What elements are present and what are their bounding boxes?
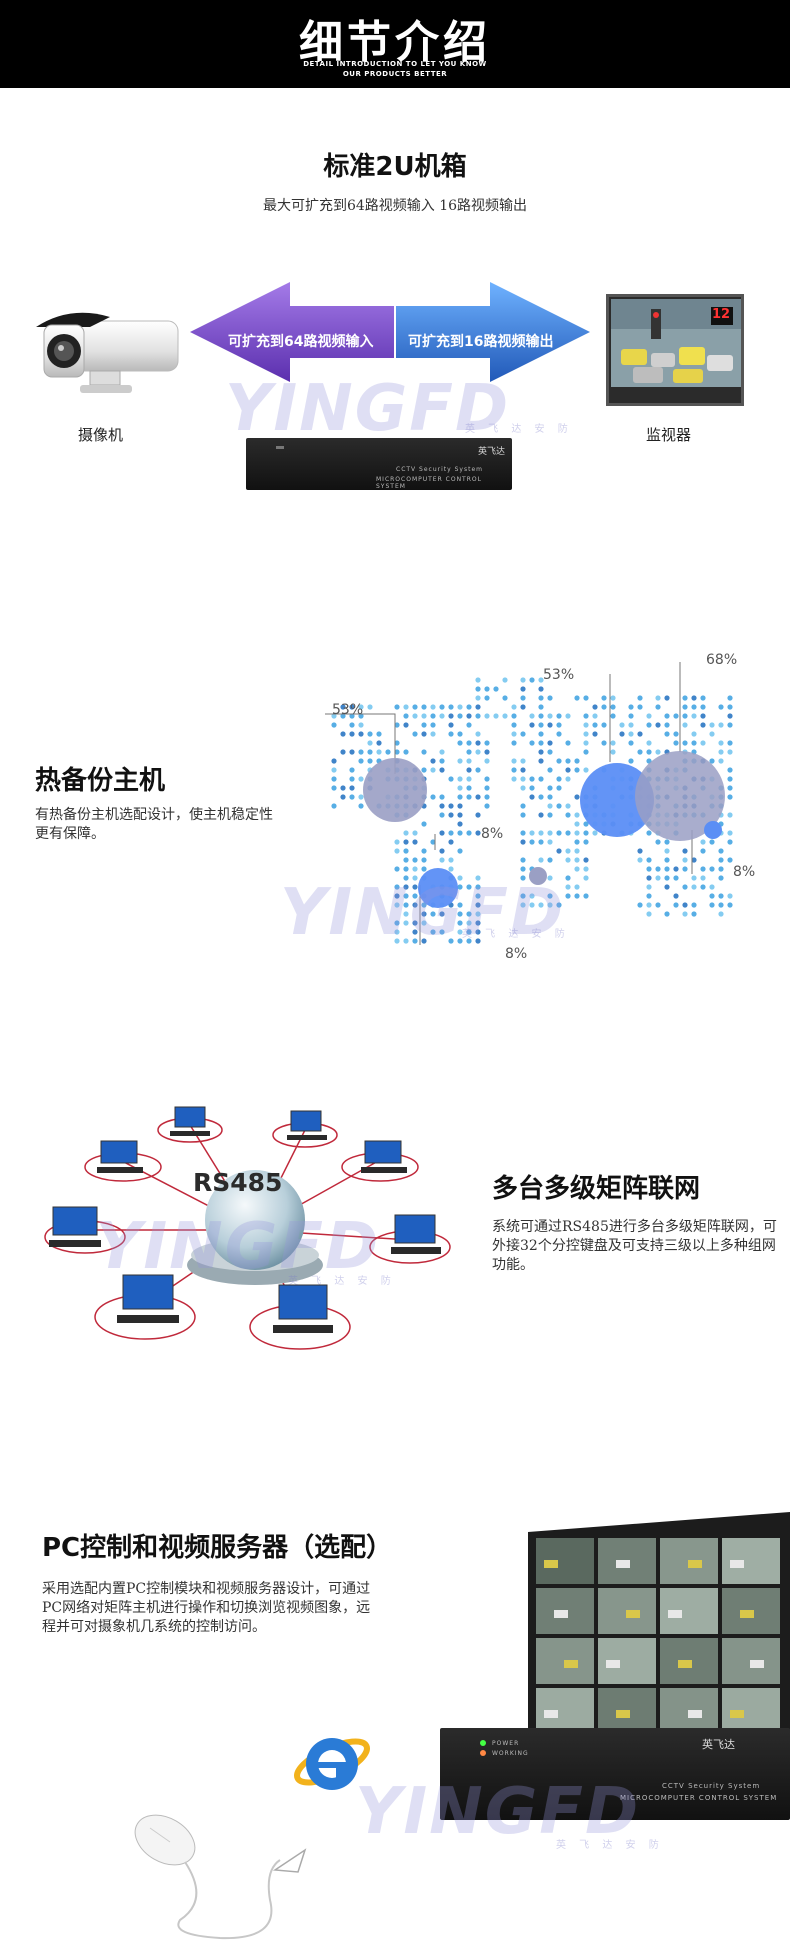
camera-image — [30, 305, 185, 409]
working-label: WORKING — [492, 1750, 529, 1757]
watermark-logo-4: YINGFD — [355, 1775, 641, 1849]
bubble-label-8-bottom: 8% — [505, 946, 528, 962]
device-indicator-light — [276, 446, 284, 449]
monitor-display-number: 12 — [712, 307, 731, 322]
internet-explorer-icon — [292, 1724, 372, 1804]
section-hotbackup-title: 热备份主机 — [35, 766, 166, 796]
section-network-desc: 系统可通过RS485进行多台多级矩阵联网，可外接32个分控键盘及可支持三级以上多… — [492, 1219, 777, 1273]
power-label: POWER — [492, 1740, 520, 1747]
rs485-hub-label: RS485 — [193, 1168, 283, 1197]
rs485-network-diagram — [35, 1105, 455, 1369]
bubble-east-68 — [635, 751, 725, 841]
bubble-southamerica-8 — [418, 868, 458, 908]
video-wall-screen — [528, 1512, 790, 1756]
bubble-chart-overlay — [320, 640, 740, 964]
page-header-banner: 细节介绍 DETAIL INTRODUCTION TO LET YOU KNOW… — [0, 0, 790, 88]
monitor-image: 12 — [606, 294, 744, 406]
device-brand: 英飞达 — [478, 447, 506, 457]
bubble-asia-53 — [580, 763, 654, 837]
section-chassis-subtitle: 最大可扩充到64路视频输入 16路视频输出 — [262, 198, 528, 214]
section-network-title: 多台多级矩阵联网 — [492, 1174, 701, 1204]
bubble-label-8-left: 8% — [481, 826, 504, 842]
device-label-line1: CCTV Security System — [396, 466, 483, 473]
bubble-label-53-right: 53% — [543, 667, 575, 683]
header-subtitle-line1: DETAIL INTRODUCTION TO LET YOU KNOW — [303, 60, 487, 68]
header-subtitle-line2: OUR PRODUCTS BETTER — [342, 70, 448, 78]
watermark-subtext-4: 英 飞 达 安 防 — [556, 1840, 664, 1851]
device-brand-2: 英飞达 — [702, 1738, 735, 1751]
double-arrow-graphic — [190, 282, 590, 386]
arrow-output-label: 可扩充到16路视频输出 — [408, 334, 554, 350]
section-pc-title: PC控制和视频服务器（选配） — [42, 1533, 393, 1563]
bubble-label-8-right: 8% — [733, 864, 756, 880]
bubble-africa-8 — [529, 867, 547, 885]
device-label-line2: MICROCOMPUTER CONTROL SYSTEM — [376, 476, 482, 490]
bubble-label-53-left: 53% — [332, 702, 364, 718]
power-led — [480, 1740, 486, 1746]
arrow-input-label: 可扩充到64路视频输入 — [228, 334, 374, 350]
monitor-label: 监视器 — [646, 426, 692, 444]
working-led — [480, 1750, 486, 1756]
matrix-host-device: 英飞达 CCTV Security System MICROCOMPUTER C… — [246, 438, 512, 490]
computer-mouse-image — [130, 1800, 330, 1954]
watermark-logo-3: YINGFD — [95, 1210, 381, 1284]
bubble-west-53 — [363, 758, 427, 822]
section-chassis-title: 标准2U机箱 — [323, 152, 467, 182]
camera-label: 摄像机 — [78, 426, 124, 444]
bubble-oceania-8 — [704, 821, 722, 839]
bubble-label-68: 68% — [706, 652, 738, 668]
watermark-logo: YINGFD — [225, 372, 511, 446]
section-hotbackup-desc: 有热备份主机选配设计，使主机稳定性更有保障。 — [35, 807, 273, 842]
watermark-subtext: 英 飞 达 安 防 — [465, 424, 573, 435]
header-title: 细节介绍 — [299, 17, 491, 68]
watermark-logo-2: YINGFD — [280, 876, 566, 950]
matrix-host-device-2: POWER WORKING 英飞达 CCTV Security System M… — [440, 1728, 790, 1820]
watermark-subtext-2: 英 飞 达 安 防 — [462, 929, 570, 940]
device2-label-line2: MICROCOMPUTER CONTROL SYSTEM — [620, 1794, 778, 1802]
section-pc-desc: 采用选配内置PC控制模块和视频服务器设计，可通过PC网络对矩阵主机进行操作和切换… — [42, 1581, 371, 1635]
watermark-subtext-3: 英 飞 达 安 防 — [288, 1276, 396, 1287]
device2-label-line1: CCTV Security System — [662, 1782, 761, 1790]
